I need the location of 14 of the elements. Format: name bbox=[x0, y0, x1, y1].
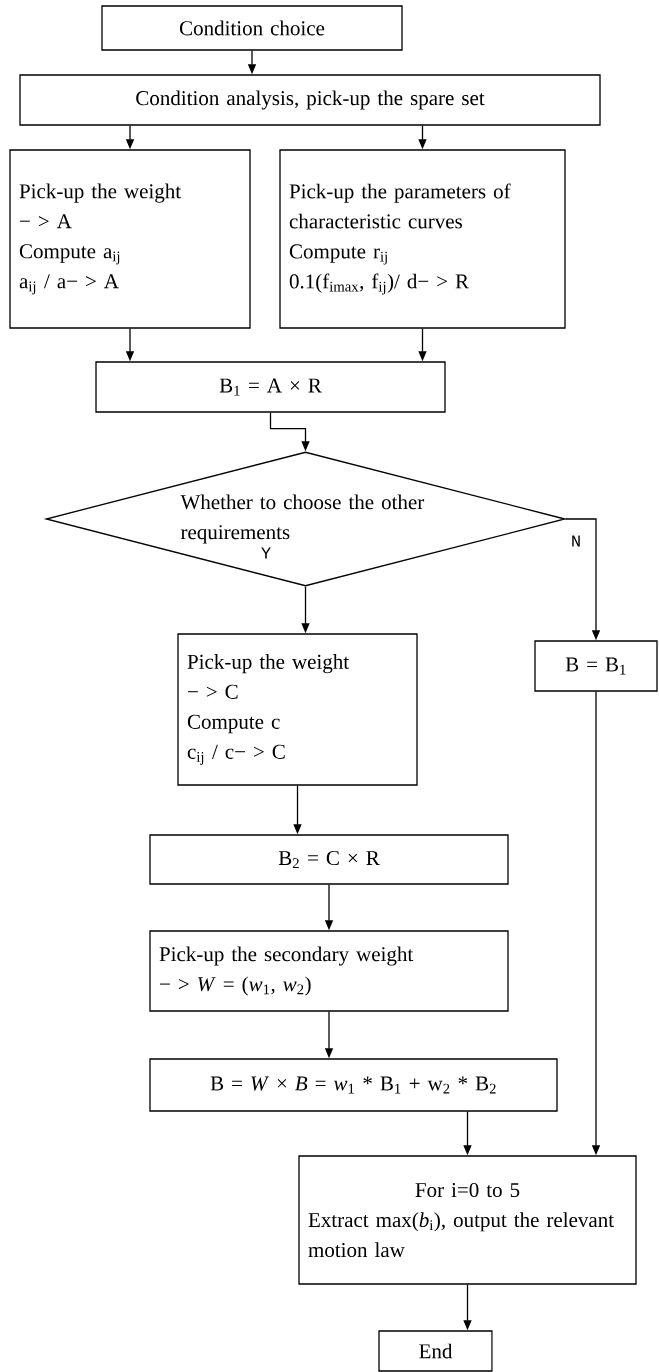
process-box: Condition analysis, pick-up the spare set bbox=[19, 74, 601, 126]
process-box: Pick-up the parameters of characteristic curves Compute r$_{ij}$ 0.1(f$_{imax}$, f$_{ij}$)/ d− > R bbox=[279, 149, 566, 329]
process-box: B$_{1}$ = A × R bbox=[95, 361, 446, 413]
process-box: Pick-up the weight − > A Compute a$_{ij}$ a$_{ij}$ / a− > A bbox=[9, 149, 251, 329]
process-box: B$_{2}$ = C × R bbox=[149, 834, 509, 885]
process-box: For i=0 to 5 Extract max(b$_{i}$), output the relevant motion law bbox=[298, 1155, 637, 1285]
edge-label: N bbox=[569, 534, 583, 548]
process-box: B = B$_{1}$ bbox=[534, 640, 658, 692]
end-box: End bbox=[378, 1330, 493, 1372]
start-box: Condition choice bbox=[101, 5, 403, 51]
edge-label: Y bbox=[259, 546, 273, 560]
process-box: Pick-up the weight − > C Compute c c$_{ij}$ / c− > C bbox=[177, 633, 418, 786]
process-box: Pick-up the secondary weight − > W = (w$_{1}$, w$_{2}$) bbox=[149, 930, 509, 1012]
process-box: B = W × B = w$_{1}$ * B$_{1}$ + w$_{2}$ * B$_{2}$ bbox=[149, 1058, 558, 1112]
